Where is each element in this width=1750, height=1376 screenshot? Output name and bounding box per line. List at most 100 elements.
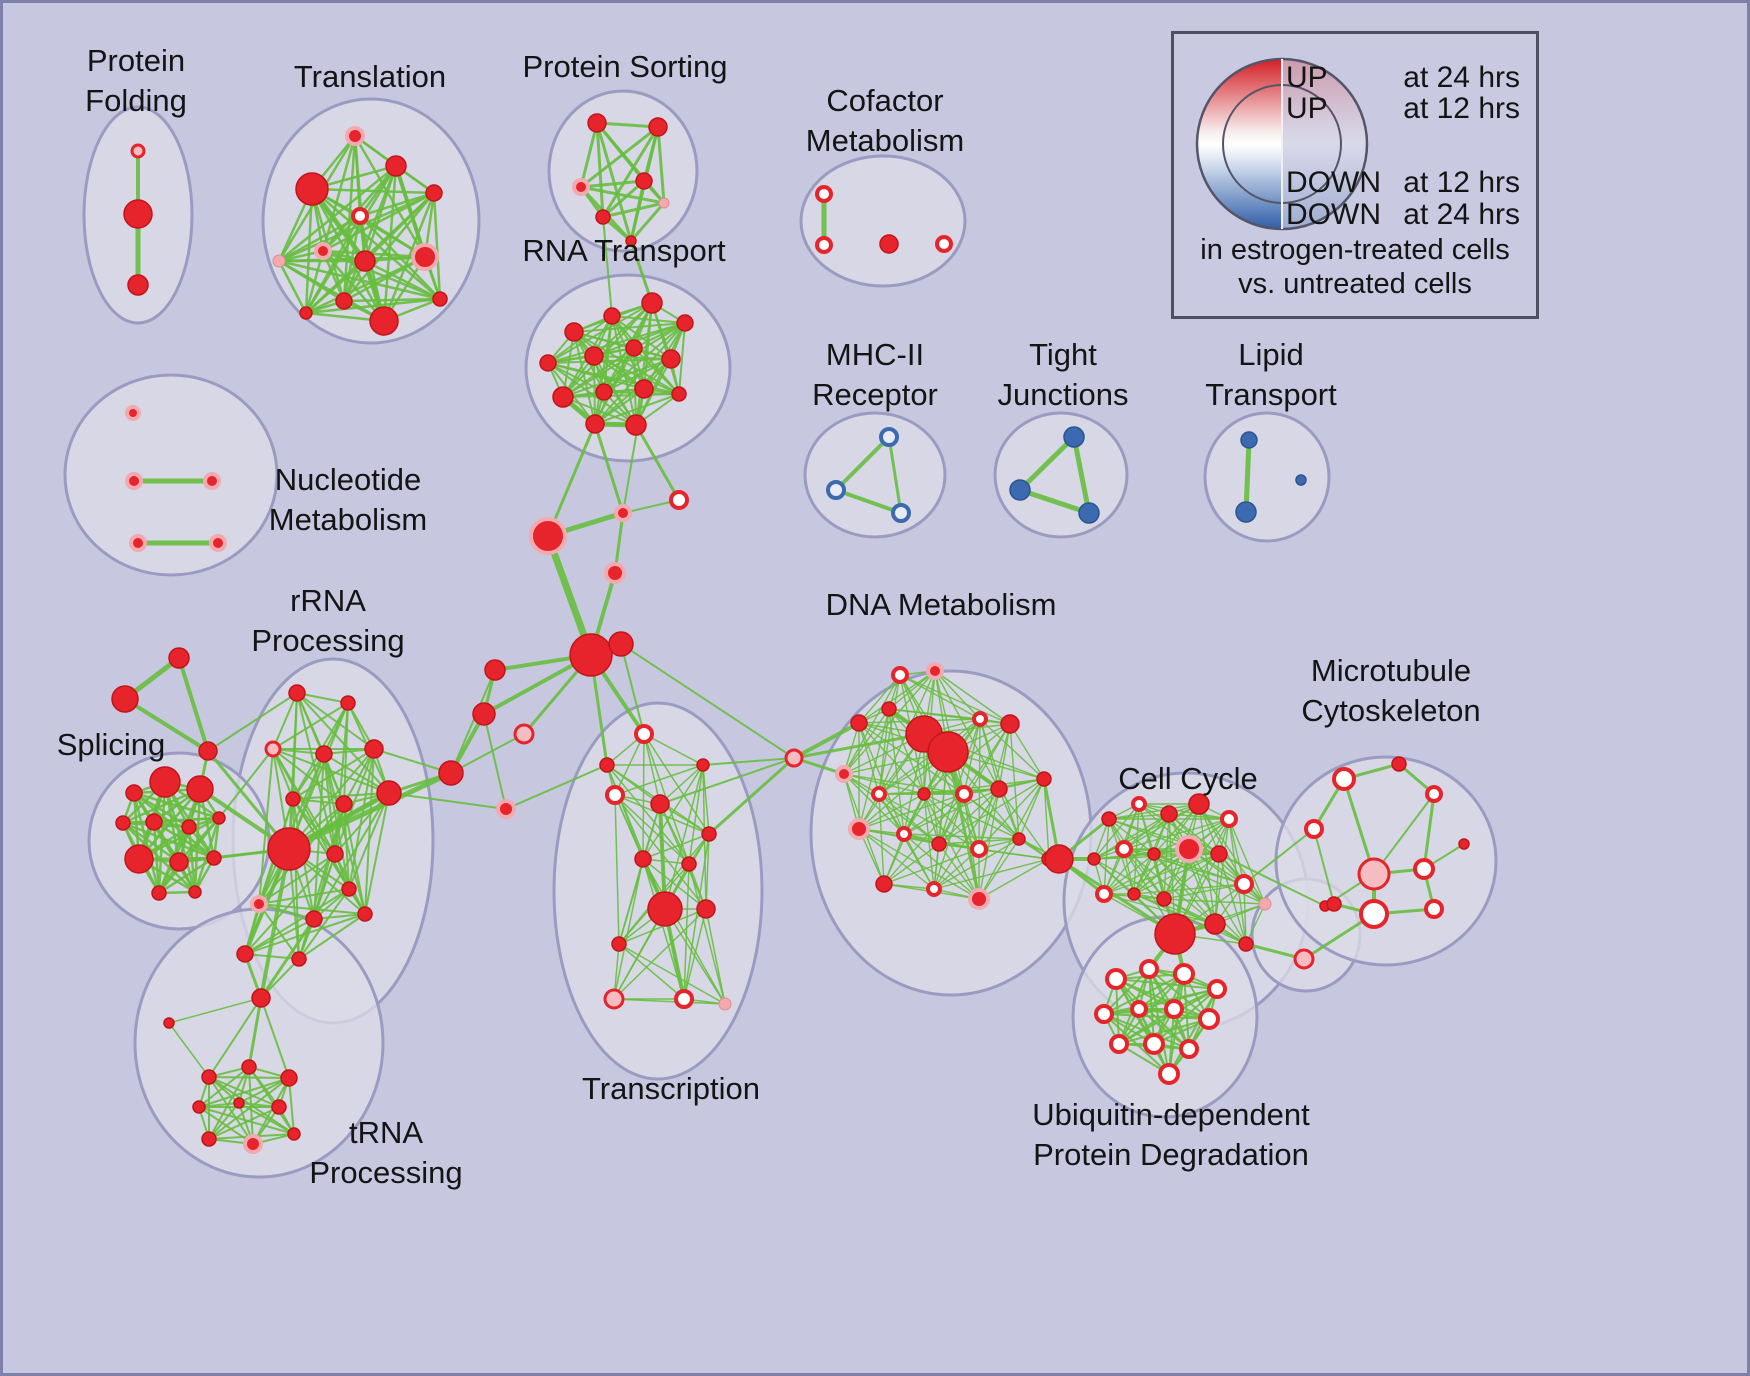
node-sp11	[151, 885, 167, 901]
edge	[883, 833, 905, 885]
edge	[1018, 778, 1045, 840]
node-ub12	[1158, 1063, 1180, 1085]
node-rr6	[285, 791, 301, 807]
node-tr1	[345, 126, 365, 146]
node-tr4	[425, 184, 443, 202]
node-rr15	[291, 951, 307, 967]
cluster-lipid-transport	[1203, 411, 1331, 543]
edge	[1243, 883, 1247, 945]
node-cc16	[1258, 897, 1272, 911]
edge	[296, 692, 390, 794]
cluster-tight-junctions	[993, 411, 1129, 539]
node-rr7	[335, 795, 353, 813]
node-ub9	[1109, 1034, 1129, 1054]
cluster-label: MHC-II	[826, 337, 924, 372]
node-tn6	[192, 1100, 206, 1114]
edge	[258, 748, 274, 905]
node-mt6	[1413, 858, 1435, 880]
edge	[1103, 1013, 1190, 1050]
node-tchub	[647, 891, 683, 927]
node-cc4	[1188, 793, 1210, 815]
node-nm4	[129, 534, 147, 552]
edge	[450, 733, 525, 774]
node-cc17	[1238, 936, 1254, 952]
edge	[272, 748, 294, 800]
edge	[611, 315, 686, 324]
node-cc9	[1175, 835, 1203, 863]
node-sp2	[149, 766, 181, 798]
edge	[562, 302, 653, 398]
node-ccl	[1044, 844, 1074, 874]
edge	[963, 793, 980, 850]
edge	[593, 355, 596, 425]
edge	[1373, 793, 1435, 875]
edge	[168, 997, 262, 1024]
edge	[1103, 848, 1190, 895]
edge	[1218, 853, 1326, 907]
node-dmh2	[927, 731, 969, 773]
node-tr3	[385, 155, 407, 177]
node-mt8	[1359, 899, 1389, 929]
cluster-label: Protein Degradation	[1033, 1137, 1309, 1172]
edge	[614, 764, 704, 796]
edge	[1103, 973, 1185, 1015]
node-cc12	[1127, 887, 1141, 901]
node-rt10	[595, 383, 613, 401]
node-ps1	[587, 113, 607, 133]
edge	[934, 670, 981, 720]
node-tn4	[241, 1059, 257, 1075]
edge	[1103, 853, 1220, 895]
edge	[1133, 853, 1220, 895]
node-cc11	[1095, 885, 1113, 903]
node-tn9	[201, 1131, 217, 1147]
edge	[603, 358, 672, 393]
edge	[635, 358, 672, 426]
node-sp8	[124, 844, 154, 874]
edge	[238, 1077, 290, 1104]
edge	[903, 833, 935, 890]
edge	[1243, 828, 1315, 885]
node-sp7	[212, 811, 226, 825]
edge	[938, 718, 981, 845]
edge	[323, 753, 336, 855]
edge	[123, 697, 210, 753]
node-rr9	[326, 845, 344, 863]
node-dm13	[848, 818, 870, 840]
legend-dial-right-half	[1282, 59, 1367, 229]
legend-row-up-12: UP at 12 hrs	[1286, 92, 1520, 126]
node-tc10	[603, 988, 625, 1010]
node-rr3	[264, 740, 282, 758]
edge	[277, 259, 442, 301]
legend-direction: UP	[1286, 61, 1328, 94]
node-tc13	[701, 826, 717, 842]
node-ch2	[614, 504, 632, 522]
cluster-label: Junctions	[998, 377, 1129, 412]
edge	[1108, 803, 1200, 820]
node-cc14	[1204, 913, 1226, 935]
node-nm2	[125, 472, 143, 490]
edge	[137, 816, 221, 861]
edge	[348, 792, 390, 890]
legend-direction: DOWN	[1286, 198, 1381, 231]
node-st3	[198, 741, 218, 761]
edge	[313, 792, 390, 920]
edge	[432, 191, 442, 301]
edge	[594, 393, 680, 425]
legend-time: at 24 hrs	[1403, 198, 1520, 231]
cluster-label: Receptor	[812, 377, 938, 412]
edge	[292, 753, 325, 800]
node-tr10	[335, 292, 353, 310]
node-ps3	[572, 178, 590, 196]
legend-row-up-24: UP at 24 hrs	[1286, 61, 1520, 95]
edge	[1214, 818, 1230, 925]
edge	[579, 185, 666, 205]
edge	[304, 259, 367, 315]
edge	[1228, 818, 1266, 905]
edge	[601, 179, 646, 219]
edge	[1133, 853, 1155, 895]
legend-time: at 24 hrs	[1403, 61, 1520, 94]
edge	[678, 322, 686, 395]
node-cc10	[1210, 845, 1228, 863]
node-dm20	[968, 888, 990, 910]
